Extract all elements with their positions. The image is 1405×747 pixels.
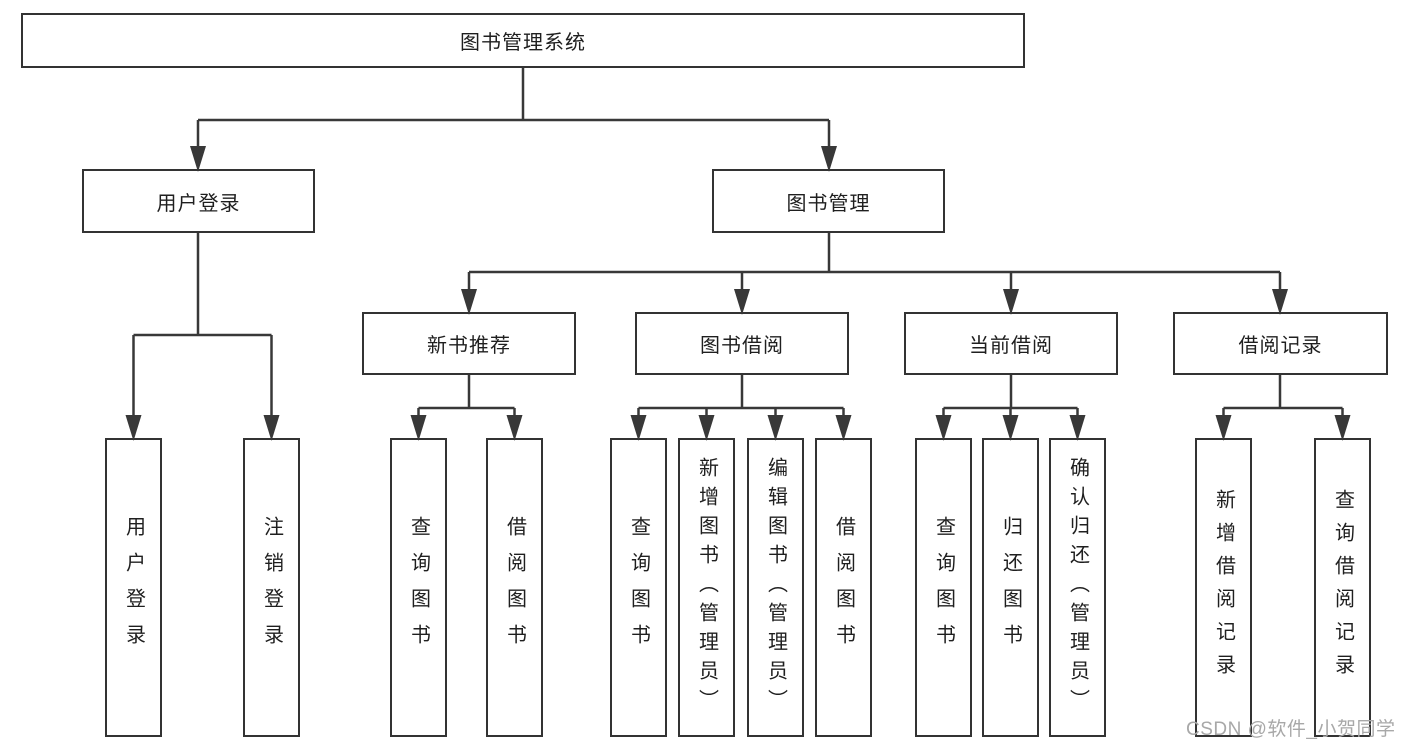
node-current-borrow-label: 当前借阅 [969, 335, 1053, 357]
leaf-add-borrow-record: 新增借阅记录 [1195, 438, 1252, 737]
node-borrow-records: 借阅记录 [1173, 312, 1388, 375]
leaf-query-books-recommend-label: 查询图书 [407, 515, 430, 660]
leaf-edit-book-admin-label: 编辑图书（管理员） [764, 457, 787, 718]
leaf-add-borrow-record-label: 新增借阅记录 [1212, 488, 1235, 687]
leaf-query-books-current-label: 查询图书 [932, 515, 955, 660]
leaf-return-book-label: 归还图书 [999, 515, 1022, 660]
leaf-query-books-current: 查询图书 [915, 438, 972, 737]
node-new-book-recommend: 新书推荐 [362, 312, 576, 375]
leaf-confirm-return-admin: 确认归还（管理员） [1049, 438, 1106, 737]
node-root: 图书管理系统 [21, 13, 1025, 68]
leaf-query-books-borrow-label: 查询图书 [627, 515, 650, 660]
leaf-add-book-admin: 新增图书（管理员） [678, 438, 735, 737]
leaf-logout: 注销登录 [243, 438, 300, 737]
leaf-logout-label: 注销登录 [260, 515, 283, 660]
leaf-query-books-recommend: 查询图书 [390, 438, 447, 737]
watermark: CSDN @软件_小贺同学 [1186, 719, 1396, 740]
node-book-management: 图书管理 [712, 169, 945, 233]
node-user-login: 用户登录 [82, 169, 315, 233]
leaf-borrow-books-recommend: 借阅图书 [486, 438, 543, 737]
leaf-user-login-label: 用户登录 [122, 515, 145, 660]
leaf-add-book-admin-label: 新增图书（管理员） [695, 457, 718, 718]
leaf-borrow-books-label: 借阅图书 [832, 515, 855, 660]
node-book-borrow-label: 图书借阅 [700, 335, 784, 357]
node-new-book-recommend-label: 新书推荐 [427, 335, 511, 357]
leaf-query-borrow-record-label: 查询借阅记录 [1331, 488, 1354, 687]
node-book-management-label: 图书管理 [786, 192, 871, 215]
node-book-borrow: 图书借阅 [635, 312, 849, 375]
leaf-edit-book-admin: 编辑图书（管理员） [747, 438, 804, 737]
leaf-confirm-return-admin-label: 确认归还（管理员） [1066, 457, 1089, 718]
node-root-label: 图书管理系统 [460, 32, 586, 54]
leaf-borrow-books-recommend-label: 借阅图书 [503, 515, 526, 660]
leaf-borrow-books: 借阅图书 [815, 438, 872, 737]
leaf-query-borrow-record: 查询借阅记录 [1314, 438, 1371, 737]
node-user-login-label: 用户登录 [156, 192, 241, 215]
node-current-borrow: 当前借阅 [904, 312, 1118, 375]
node-borrow-records-label: 借阅记录 [1238, 335, 1323, 357]
leaf-return-book: 归还图书 [982, 438, 1039, 737]
leaf-query-books-borrow: 查询图书 [610, 438, 667, 737]
leaf-user-login: 用户登录 [105, 438, 162, 737]
